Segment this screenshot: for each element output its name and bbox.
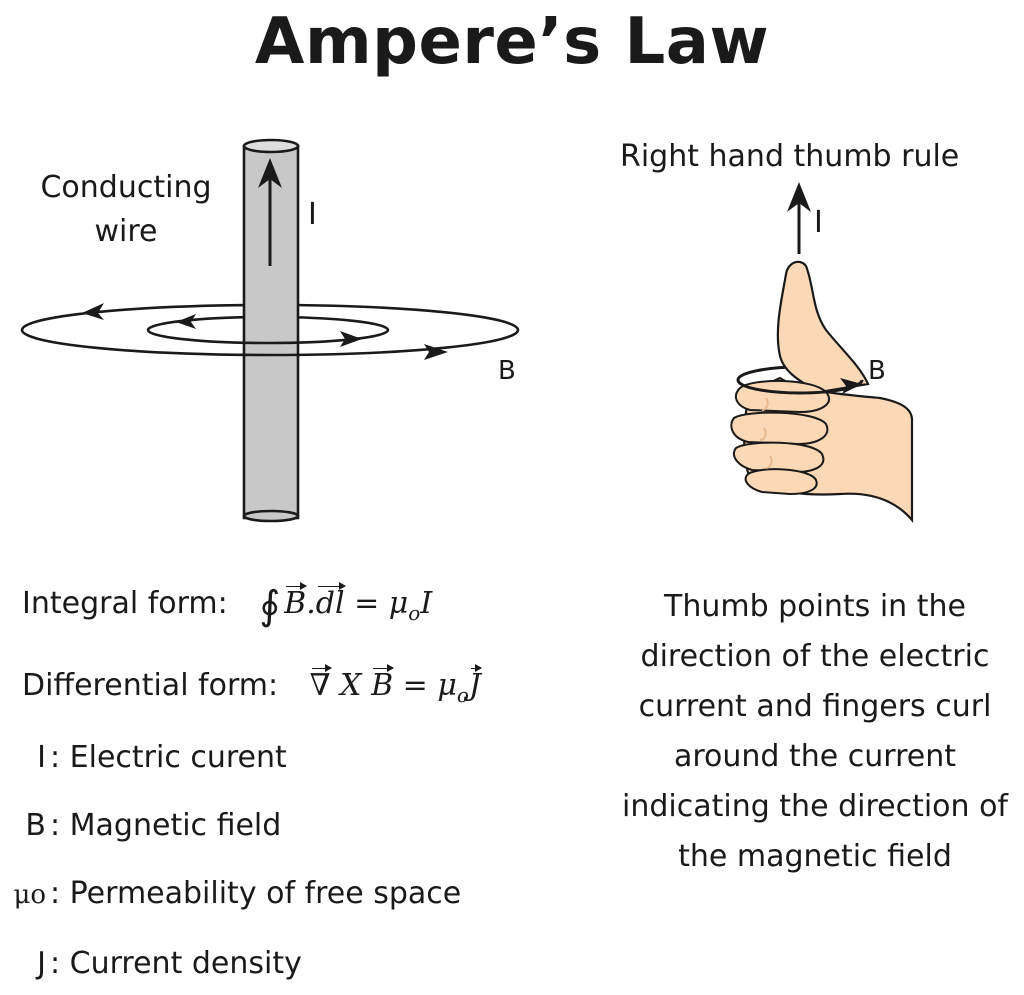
wire-field-label: B: [498, 356, 516, 386]
thumb: [776, 260, 870, 394]
thumb-current-label: I: [814, 205, 823, 240]
legend-text: Permeability of free space: [69, 876, 462, 911]
thumb-rule-explanation: Thumb points in the direction of the ele…: [622, 589, 1008, 874]
legend-symbol: I: [37, 740, 46, 775]
wire-top: [242, 138, 300, 154]
conducting-wire-label: Conducting wire: [40, 170, 212, 249]
legend-symbol: B: [25, 808, 46, 843]
legend-symbol: μo: [13, 880, 46, 910]
field-arrowhead: [340, 331, 362, 347]
hand-field-label: B: [868, 356, 886, 386]
differential-form-equation: ∇ X B = μoJ: [309, 664, 482, 707]
differential-form-label: Differential form:: [22, 668, 279, 703]
field-arrowhead: [424, 344, 448, 360]
field-ring-arrowhead: [840, 378, 862, 394]
finger: [744, 468, 818, 496]
hand-illustration: [730, 182, 914, 523]
legend-item: J: Current density: [0, 944, 302, 984]
legend-text: Current density: [69, 946, 302, 981]
legend-item: μo: Permeability of free space: [0, 874, 461, 915]
outer-field-loop-front: [20, 329, 520, 357]
field-arrowhead: [176, 314, 196, 329]
right-hand-rule-title: Right hand thumb rule: [620, 139, 960, 174]
finger: [733, 441, 825, 474]
finger: [734, 380, 830, 414]
integral-form-equation: ∮B.dl = μoI: [259, 582, 433, 629]
field-arrowhead: [82, 303, 104, 320]
legend-item: I: Electric curent: [0, 738, 287, 778]
inner-field-loop-front: [146, 329, 390, 345]
wire-current-label: I: [308, 197, 317, 232]
page-title: Ampere’s Law: [254, 5, 770, 79]
legend-text: Magnetic field: [69, 808, 282, 843]
integral-form-label: Integral form:: [22, 586, 228, 621]
legend-symbol: J: [37, 946, 46, 981]
legend-text: Electric curent: [69, 740, 287, 775]
differential-form-row: Differential form: ∇ X B = μoJ: [22, 664, 482, 715]
finger: [730, 411, 829, 446]
legend-item: B: Magnetic field: [0, 806, 281, 846]
wire-bottom: [242, 509, 300, 523]
integral-form-row: Integral form: ∮B.dl = μoI: [22, 582, 433, 633]
